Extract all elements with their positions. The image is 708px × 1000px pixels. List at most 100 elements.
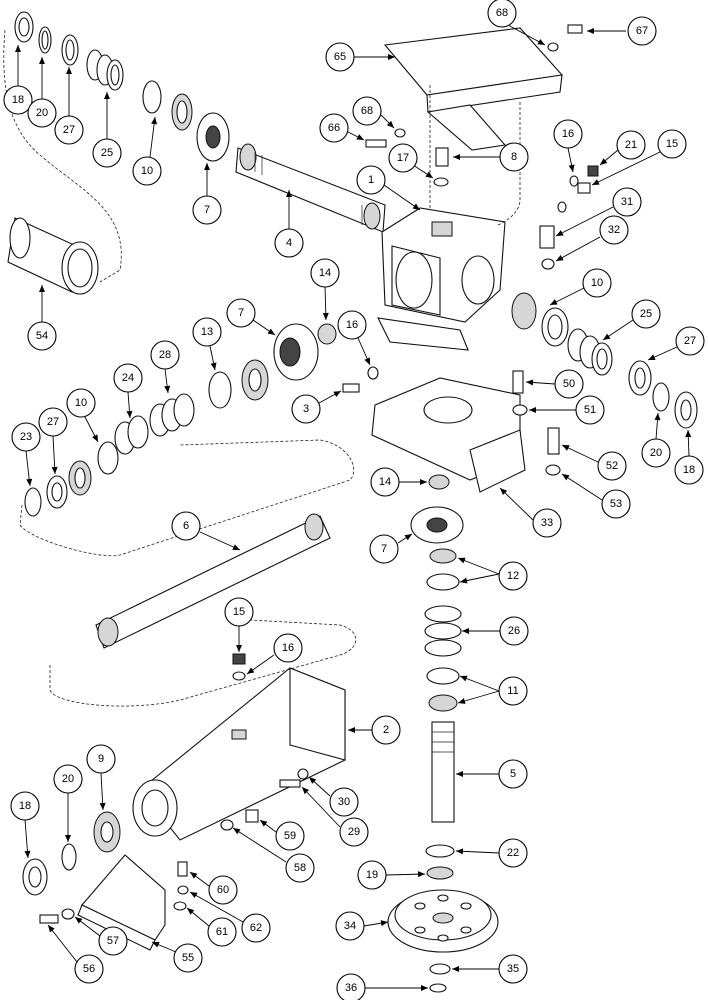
callout-arrowhead: [39, 57, 45, 64]
callout-arrowhead: [187, 908, 195, 915]
callout-number: 7: [204, 204, 210, 216]
callout-65: 65: [325, 42, 395, 72]
part-bolt-60: [177, 861, 188, 877]
callout-arrowhead: [648, 354, 656, 360]
callout-circle: [208, 875, 238, 905]
part-washer-27-top: [61, 34, 79, 66]
callout-circle: [319, 113, 349, 143]
callout-number: 66: [328, 122, 340, 134]
callout-18: 18: [3, 45, 33, 115]
callout-arrowhead: [587, 28, 594, 34]
callout-34: 34: [335, 911, 389, 941]
part-bolt-50: [512, 370, 524, 394]
callout-arrowhead: [420, 479, 427, 485]
part-snap-ring-20-right: [652, 382, 670, 412]
callout-number: 14: [319, 267, 331, 279]
callout-number: 3: [303, 403, 309, 415]
callout-number: 31: [621, 196, 633, 208]
callout-7: 7: [226, 298, 276, 336]
part-sleeve-54: [7, 217, 99, 295]
callout-24: 24: [113, 363, 143, 419]
callout-arrowhead: [529, 407, 536, 413]
callout-circle: [53, 764, 83, 794]
callout-arrowhead: [425, 171, 433, 178]
callout-arrowhead: [75, 917, 83, 924]
callout-number: 13: [201, 326, 213, 338]
callout-4: 4: [274, 190, 304, 258]
callout-circle: [273, 633, 303, 663]
callout-number: 36: [345, 982, 357, 994]
callout-number: 15: [233, 606, 245, 618]
part-ring-22: [425, 844, 455, 858]
callout-arrowhead: [417, 871, 425, 878]
callout-number: 8: [511, 151, 517, 163]
callout-circle: [627, 16, 657, 46]
part-washer-35: [429, 963, 451, 975]
callout-arrowhead: [364, 357, 370, 365]
callout-58: 58: [232, 827, 315, 883]
callout-circle: [339, 817, 369, 847]
callout-arrowhead: [104, 92, 110, 99]
callout-circle: [369, 534, 399, 564]
callout-circle: [674, 455, 704, 485]
callout-circle: [499, 616, 529, 646]
callout-32: 32: [555, 215, 629, 262]
callout-arrowhead: [333, 391, 341, 397]
part-washer-27-right: [628, 360, 652, 396]
part-spur-gear-34: [387, 889, 499, 953]
callout-54: 54: [27, 285, 57, 351]
callout-arrowhead: [92, 434, 98, 442]
part-bearing-19: [426, 866, 454, 880]
callout-10: 10: [549, 268, 612, 306]
callout-arrowhead: [562, 445, 570, 451]
callout-27: 27: [54, 67, 84, 145]
callout-35: 35: [452, 954, 528, 984]
callout-arrowhead: [164, 385, 171, 393]
callout-circle: [582, 268, 612, 298]
callout-arrowhead: [39, 285, 45, 292]
callout-arrowhead: [685, 430, 692, 438]
callout-number: 68: [496, 7, 508, 19]
callout-circle: [224, 597, 254, 627]
callout-circle: [357, 860, 387, 890]
callout-arrowhead: [204, 163, 210, 170]
callout-circle: [27, 98, 57, 128]
callout-leader-line: [555, 206, 614, 237]
part-shims-28: [149, 393, 195, 437]
callout-arrowhead: [356, 134, 364, 140]
callout-27: 27: [38, 407, 68, 475]
callout-62: 62: [189, 891, 271, 943]
callout-arrowhead: [236, 645, 242, 652]
callout-circle: [498, 838, 528, 868]
part-washer-16-mid: [367, 366, 379, 380]
callout-leader-line: [561, 473, 603, 501]
callout-circle: [631, 299, 661, 329]
callout-arrowhead: [592, 179, 600, 185]
callout-circle: [499, 142, 529, 172]
callout-number: 53: [610, 498, 622, 510]
callout-arrowhead: [99, 802, 106, 810]
part-bearing-11: [426, 667, 460, 712]
callout-arrowhead: [386, 120, 394, 128]
callout-arrowhead: [210, 362, 217, 370]
callout-arrowhead: [388, 54, 395, 60]
callout-arrowhead: [568, 164, 575, 172]
part-bevel-gear-7-top: [196, 112, 230, 162]
callout-number: 16: [562, 128, 574, 140]
callout-68: 68: [487, 0, 546, 46]
callout-number: 30: [338, 796, 350, 808]
callout-arrowhead: [260, 820, 268, 827]
callout-arrowhead: [550, 299, 558, 305]
callout-number: 27: [63, 124, 75, 136]
part-washer-51: [512, 404, 528, 416]
part-washer-61: [173, 901, 187, 911]
callout-circle: [388, 143, 418, 173]
callout-arrowhead: [456, 848, 464, 855]
part-snap-ring-36: [429, 983, 447, 993]
part-bolt-29: [279, 779, 301, 788]
part-bearing-10-left: [68, 441, 119, 496]
callout-61: 61: [186, 907, 237, 947]
callout-arrowhead: [348, 727, 355, 733]
callout-number: 68: [361, 105, 373, 117]
callout-arrowhead: [51, 466, 58, 474]
